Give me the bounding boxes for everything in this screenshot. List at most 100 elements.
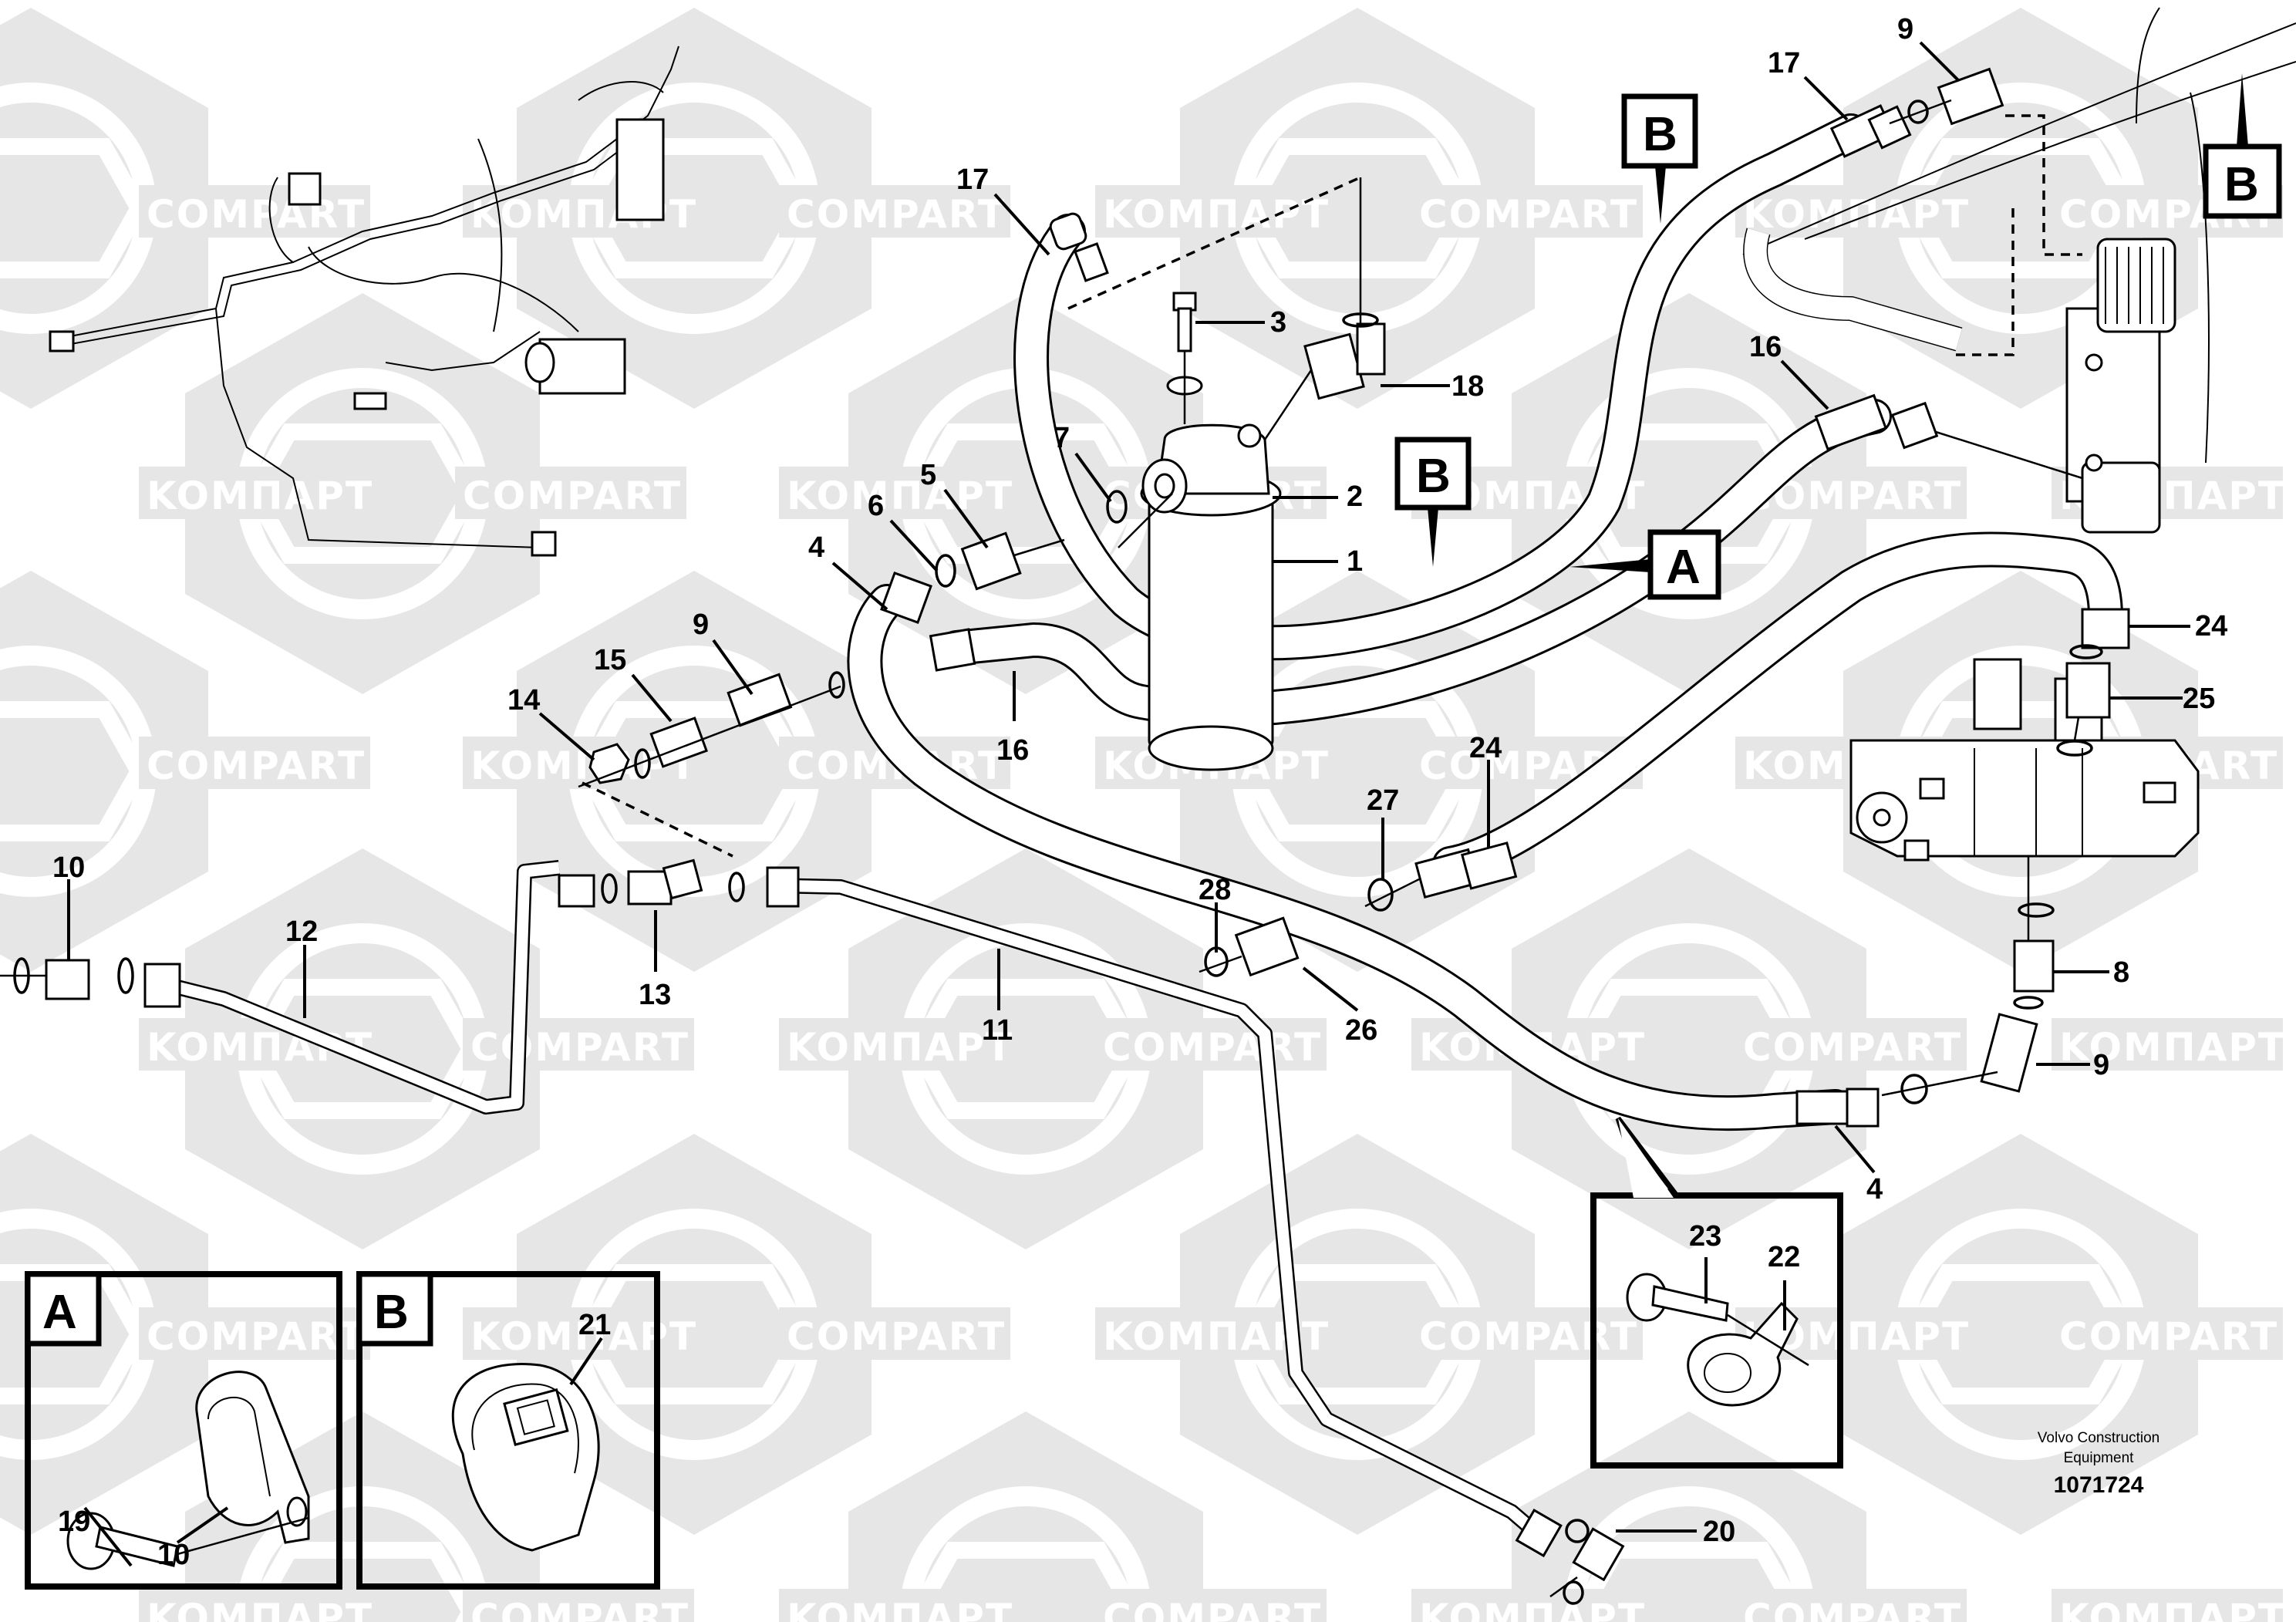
watermark-word: KOMПAPT — [1419, 1596, 1646, 1622]
callout-8: 8 — [2113, 956, 2129, 989]
drawing-footer: Volvo Construction Equipment 1071724 — [2038, 1430, 2159, 1498]
p-clip-22 — [1687, 1301, 1799, 1407]
reference-marker-b-right: B — [2203, 73, 2282, 219]
watermark-word: KOMПAPT — [2059, 1596, 2286, 1622]
watermark-word: KOMПAPT — [787, 1025, 1013, 1070]
overview-fitting — [353, 392, 387, 410]
bolt-20-shank — [95, 1526, 179, 1567]
callout-22: 22 — [1768, 1241, 1800, 1273]
sensor-26 — [1234, 916, 1300, 977]
svg-text:A: A — [1666, 541, 1701, 594]
callout-6: 6 — [868, 490, 884, 522]
callout-20: 19 — [58, 1506, 90, 1538]
fittings — [13, 67, 2111, 1605]
overview-end-fitting — [531, 531, 557, 557]
company-name-line2: Equipment — [2064, 1450, 2135, 1466]
callout-16: 16 — [996, 734, 1029, 767]
svg-text:B: B — [2224, 158, 2259, 211]
fitting-10-left — [45, 959, 90, 1000]
callout-26: 26 — [1345, 1014, 1377, 1047]
hose-4 — [847, 572, 1880, 1131]
watermark-word: COMPART — [787, 192, 1006, 237]
watermark-word: COMPART — [1103, 1025, 1322, 1070]
detail-a-label: A — [42, 1286, 77, 1339]
callout-4: 4 — [808, 531, 824, 564]
callout-15: 15 — [594, 644, 626, 676]
overview-pump-face — [524, 342, 555, 383]
watermark-word: KOMПAPT — [2059, 1025, 2286, 1070]
filter-assembly — [1140, 423, 1282, 771]
hose-24 — [1414, 531, 2130, 899]
svg-text:B: B — [1643, 108, 1677, 161]
callout-9-lower: 9 — [2093, 1049, 2109, 1081]
machine-overview-illustration — [49, 46, 679, 557]
callout-25: 25 — [2183, 683, 2215, 715]
callout-14: 14 — [507, 684, 540, 717]
watermark-word: COMPART — [463, 474, 682, 518]
watermark-word: COMPART — [147, 1314, 366, 1359]
watermark-word: COMPART — [470, 1596, 689, 1622]
callout-5: 5 — [920, 459, 936, 491]
callout-16-right: 16 — [1749, 331, 1782, 363]
callout-27: 27 — [1367, 784, 1399, 817]
detail-view-clamp: 23 22 — [1590, 1116, 1843, 1469]
callout-labels: 17 3 18 7 5 2 6 1 4 9 15 14 16 10 12 13 … — [52, 13, 2227, 1206]
callout-13: 13 — [639, 979, 671, 1011]
callout-10-bottom: 20 — [1703, 1516, 1735, 1548]
watermark-word: COMPART — [1419, 192, 1638, 237]
callout-9-top: 9 — [1897, 13, 1913, 46]
nut-14 — [588, 743, 630, 784]
watermark-word: COMPART — [147, 744, 366, 788]
overview-filter — [288, 172, 322, 206]
watermark-word: COMPART — [787, 1314, 1006, 1359]
reference-marker-a-mid: A — [1569, 529, 1721, 600]
callout-10: 10 — [52, 851, 85, 884]
reference-marker-b-mid: B — [1394, 437, 1472, 567]
pipe-11 — [766, 866, 1563, 1558]
elbow-9-lower — [1980, 1013, 2038, 1093]
hose-16 — [929, 393, 1939, 727]
elbow-9-left — [727, 673, 793, 727]
watermark-word: KOMПAPT — [147, 1596, 373, 1622]
bolt-23-shank — [1651, 1285, 1729, 1322]
pipe-12 — [143, 860, 561, 1114]
clamp-19 — [195, 1371, 310, 1544]
callout-3: 3 — [1270, 306, 1286, 339]
callout-2: 2 — [1347, 481, 1363, 513]
callout-17-top: 17 — [1768, 47, 1800, 79]
bolt-3-shank — [1177, 307, 1192, 352]
callout-18: 18 — [1451, 370, 1484, 403]
company-name-line1: Volvo Construction — [2038, 1430, 2159, 1446]
drawing-number: 1071724 — [2054, 1472, 2144, 1498]
watermark-word: COMPART — [470, 1025, 689, 1070]
overview-cooler — [615, 118, 665, 221]
callout-24: 24 — [1469, 732, 1502, 764]
callout-1: 1 — [1347, 545, 1363, 578]
hose-17 — [1013, 104, 1912, 661]
detail-b-label: B — [374, 1286, 409, 1339]
watermark-word: COMPART — [2059, 1314, 2278, 1359]
watermark-word: KOMПAPT — [787, 1596, 1013, 1622]
hydraulic-pump — [1849, 658, 2200, 862]
hose-24-nut — [2081, 608, 2130, 649]
fitting-10-bottom — [1572, 1527, 1625, 1582]
watermark-word: KOMПAPT — [1103, 192, 1330, 237]
overview-left-fitting — [49, 330, 75, 352]
callout-24-right: 24 — [2195, 610, 2227, 642]
elbow-18-body — [1356, 322, 1386, 376]
watermark-word: COMPART — [1743, 1025, 1962, 1070]
machine-frame-background — [1742, 7, 2296, 464]
watermark-word: KOMПAPT — [147, 474, 373, 518]
callout-21: 21 — [578, 1309, 611, 1341]
band-clamp-buckle — [503, 1388, 569, 1446]
watermark-word: COMPART — [1419, 1314, 1638, 1359]
callout-11: 11 — [982, 1014, 1013, 1047]
callout-4-lower: 4 — [1866, 1173, 1883, 1206]
watermark-word: KOMПAPT — [787, 474, 1013, 518]
adapter-8 — [2013, 939, 2055, 993]
callout-leaders — [67, 41, 2190, 1174]
callout-23: 23 — [1689, 1220, 1721, 1253]
callout-12: 12 — [285, 916, 318, 948]
callout-19: 10 — [157, 1539, 190, 1571]
